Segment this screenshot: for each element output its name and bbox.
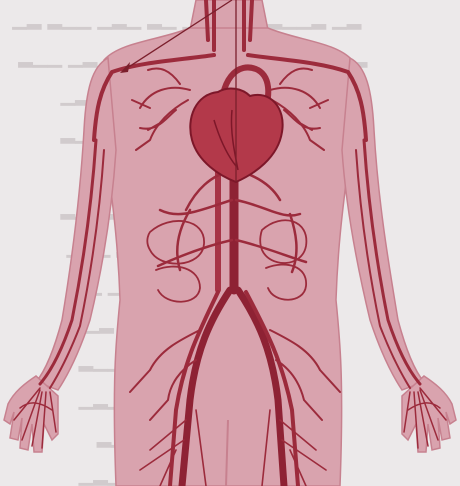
left-arm: [36, 58, 116, 390]
right-arm: [342, 58, 424, 390]
neck: [190, 0, 268, 30]
